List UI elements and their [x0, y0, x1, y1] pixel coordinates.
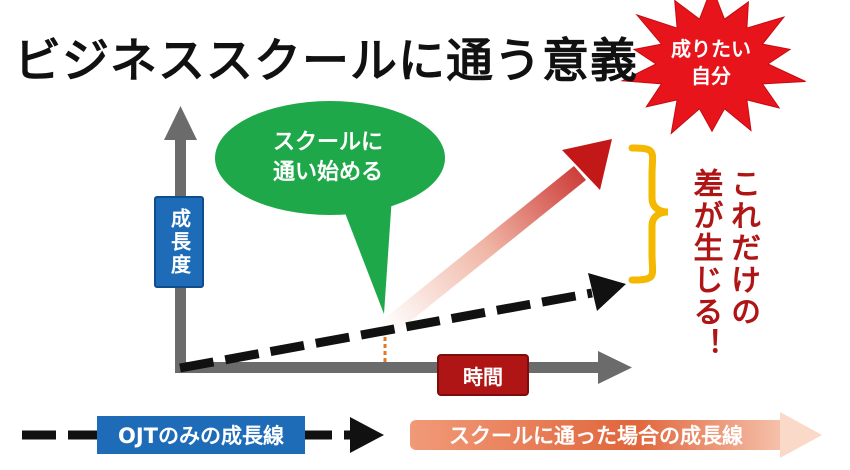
speech-bubble [215, 101, 445, 314]
page-title: ビジネススクールに通う意義 [14, 34, 638, 89]
legend-ojt-label: OJTのみの成長線 [97, 416, 305, 454]
starburst-text: 成りたい 自分 [671, 37, 751, 88]
x-axis [175, 351, 632, 384]
y-axis-label: 成長度 [154, 196, 204, 288]
curly-brace [628, 144, 669, 284]
legend-school-arrow [410, 412, 822, 458]
starburst-shape [620, 0, 806, 135]
school-growth-arrow [380, 139, 612, 336]
speech-bubble-text: スクールに 通い始める [272, 130, 383, 185]
ojt-growth-line [179, 273, 626, 373]
difference-callout: これだけの 差が生じる！ [687, 168, 761, 360]
legend-school-label: スクールに通った場合の成長線 [449, 424, 743, 448]
x-axis-label: 時間 [437, 354, 529, 396]
